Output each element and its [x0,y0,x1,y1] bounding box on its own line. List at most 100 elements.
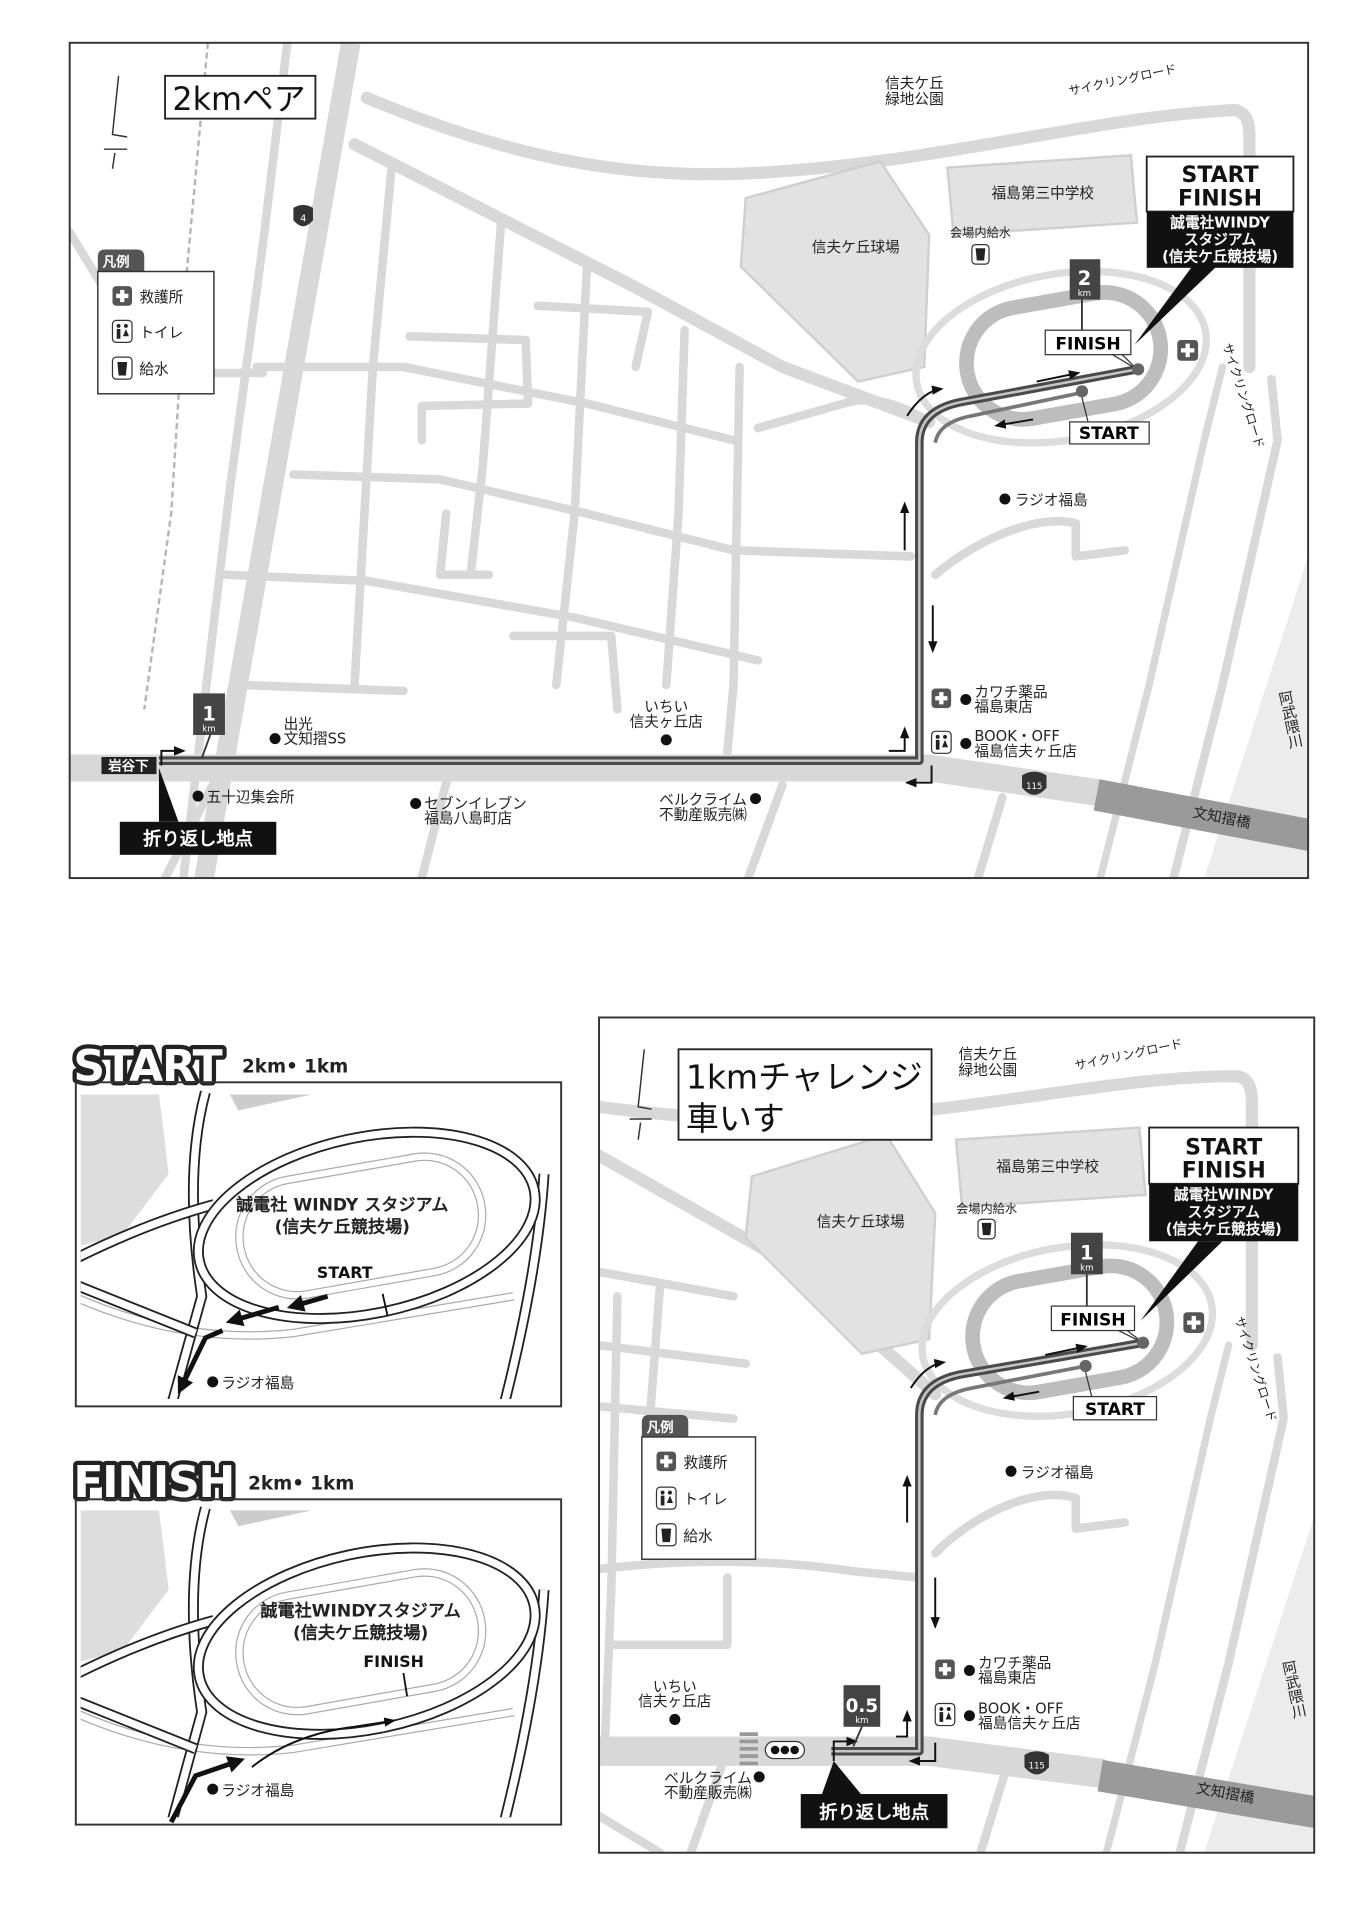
road [599,1811,665,1853]
river-area [1204,1516,1315,1853]
svg-text:km: km [855,1716,868,1726]
road [606,1573,732,1650]
first-aid-icon [112,286,133,306]
km-marker-2: 2 km [1069,259,1101,331]
road [252,362,738,445]
svg-text:(信夫ケ丘競技場): (信夫ケ丘競技場) [1162,248,1278,266]
water-cup-icon [655,1523,677,1547]
start-inset: START 2km• 1km 誠電社 WINDY スタジアム(信夫ケ丘競技場) … [69,1037,563,1408]
label-iwayashita: 岩谷下 [107,757,148,774]
toilet-icon [655,1486,677,1510]
finish-inset-radio-label: ラジオ福島 [221,1782,294,1799]
legend-title: 凡例 [103,254,130,271]
label-bell-climb: ベルクライム不動産販売㈱ [664,1770,752,1802]
svg-text:誠電社WINDY: 誠電社WINDY [1174,1186,1274,1204]
label-water-station: 会場内給水 [956,1202,1017,1216]
direction-arrows [160,370,1081,788]
label-kawachi: カワチ薬品福島東店 [978,1655,1051,1687]
route-4-road [194,42,361,879]
road [723,362,744,757]
water-cup-icon [111,356,133,380]
route-115-shield-icon: 115 [1024,1751,1049,1775]
svg-text:FINISH: FINISH [1055,335,1120,355]
finish-inset-marker-label: FINISH [363,1652,424,1671]
road [179,42,292,879]
start-inset-subtitle: 2km• 1km [242,1057,348,1078]
start-inset-radio-label: ラジオ福島 [221,1375,294,1392]
svg-text:誠電社WINDY: 誠電社WINDY [1170,213,1270,231]
road [930,1490,1129,1558]
road [599,1557,924,1582]
svg-text:START: START [1079,424,1139,444]
north-arrow-icon [103,75,128,169]
road [289,470,916,561]
svg-text:スタジアム: スタジアム [1188,1204,1261,1221]
route-4-shield-icon: 4 [293,204,313,227]
water-cup-icon [977,1218,996,1240]
first-aid-icon [1177,339,1199,361]
first-aid-icon [656,1451,677,1472]
svg-text:START: START [1085,1400,1145,1420]
bookoff-dot [963,1710,975,1722]
svg-text:km: km [1080,1264,1093,1274]
finish-inset: FINISH 2km• 1km 誠電社WINDYスタジアム(信夫ケ丘競技場) F… [69,1453,563,1826]
label-ichii: いちい信夫ヶ丘店 [630,699,703,731]
toilet-icon [934,1702,956,1727]
stadium-start-finish-box: START FINISH 誠電社WINDY スタジアム (信夫ケ丘競技場) [1134,155,1295,345]
label-park: 信夫ケ丘緑地公園 [958,1046,1017,1079]
map-background [69,42,1309,879]
start-inset-stadium-name: 誠電社 WINDY スタジアム(信夫ケ丘競技場) [236,1195,448,1238]
traffic-light-icon [764,1740,806,1760]
bunchizuri-bridge [1093,779,1309,851]
finish-line [402,1672,409,1697]
start-inset-frame [74,1081,563,1408]
north-arrow-icon [629,1049,652,1140]
igarabe-dot [192,790,204,802]
road [753,395,934,433]
start-callout: START [1072,1371,1158,1421]
svg-text:(信夫ケ丘競技場): (信夫ケ丘競技場) [1166,1220,1282,1238]
finish-callout: FINISH [1050,1305,1144,1344]
road [435,509,494,580]
svg-text:1: 1 [202,702,216,725]
start-inset-marker-label: START [317,1263,373,1282]
idemitsu-dot [269,733,281,745]
radio-fukushima-dot [1005,1465,1017,1477]
legend-item-water: 給水 [139,361,169,378]
start-point [1079,1359,1092,1373]
finish-inset-subtitle: 2km• 1km [248,1474,354,1495]
ballpark-area [739,160,931,383]
svg-text:1: 1 [1080,1242,1094,1265]
road [1169,374,1282,879]
ichii-dot [669,1713,681,1725]
map-1km-wheelchair: 1kmチャレンジ車いす 信夫ケ丘緑地公園 サイクリングロード 福島第三中学校 信… [598,1016,1316,1854]
map-title-box [677,1048,933,1141]
junction-label-box [101,756,157,775]
bell-climb-dot [750,793,762,805]
start-direction-arrows [177,1293,329,1395]
road [221,570,763,665]
direction-arrows [832,1343,1088,1766]
bell-climb-dot [753,1771,765,1783]
label-seven-eleven: セブンイレブン福島八島町店 [424,794,527,827]
road [417,778,451,879]
cycling-road-east [1096,363,1227,879]
svg-text:折り返し地点: 折り返し地点 [819,1801,929,1823]
turnaround-callout: 折り返し地点 [119,768,277,855]
label-igarabe: 五十辺集会所 [207,789,295,806]
svg-text:スタジアム: スタジアム [1184,232,1257,249]
kawachi-dot [963,1665,975,1677]
water-cup-icon [971,243,990,265]
svg-text:115: 115 [1026,782,1042,792]
svg-text:0.5: 0.5 [846,1696,878,1717]
map-frame [68,41,1310,880]
km-marker-1: 1 km [1070,1232,1103,1307]
label-ballpark: 信夫ケ丘球場 [812,239,900,256]
svg-text:START: START [1182,163,1259,188]
road [930,516,1129,580]
railway-line [143,42,210,710]
legend-item-toilet: トイレ [139,325,183,342]
turnaround-callout: 折り返し地点 [800,1761,948,1829]
